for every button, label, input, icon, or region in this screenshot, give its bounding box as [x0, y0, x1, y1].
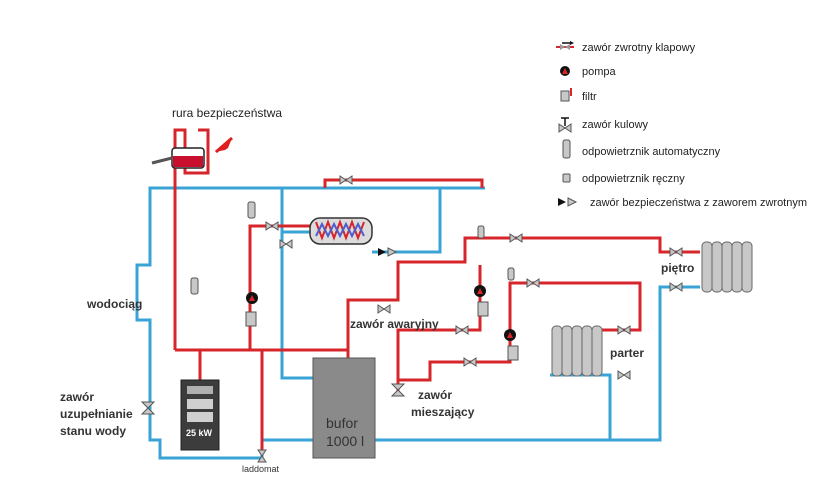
pump-icon — [246, 292, 258, 304]
mixing-valve-label-2: mieszający — [411, 405, 475, 419]
boiler — [180, 379, 220, 451]
expansion-vessel — [151, 136, 233, 169]
safety-pipe-label: rura bezpieczeństwa — [172, 106, 282, 120]
safety-valve-icon — [558, 197, 578, 207]
ball-valve-icon — [140, 175, 683, 463]
manual-vent-icon — [562, 173, 571, 183]
emergency-valve-label: zawór awaryjny — [350, 317, 439, 331]
legend-auto-vent: odpowietrznik automatyczny — [582, 146, 721, 158]
legend-filter: filtr — [582, 91, 597, 103]
pump-icon — [474, 285, 486, 297]
buffer-label-2: 1000 l — [326, 433, 364, 449]
fill-valve-label-3: stanu wody — [60, 424, 126, 438]
filter-icon — [560, 88, 572, 102]
floor-ground-label: parter — [610, 346, 644, 360]
hot-pipes — [173, 128, 700, 450]
pump-icon — [560, 66, 570, 76]
heat-exchanger — [309, 217, 373, 245]
legend-manual-vent: odpowietrznik ręczny — [582, 173, 685, 185]
water-supply-label: wodociąg — [86, 297, 142, 311]
safety-valve-icon — [378, 247, 398, 257]
floor-upper-label: piętro — [661, 261, 694, 275]
fill-valve-label-1: zawór — [60, 390, 94, 404]
radiator-ground — [551, 325, 603, 377]
pump-icon — [504, 329, 516, 341]
auto-vent-icon — [190, 201, 515, 295]
legend-ball-valve: zawór kulowy — [582, 119, 649, 131]
check-valve-icon — [556, 41, 574, 50]
boiler-power-label: 25 kW — [186, 428, 213, 438]
cold-pipes — [135, 186, 700, 460]
filter-icon — [245, 301, 519, 361]
legend-safety-valve: zawór bezpieczeństwa z zaworem zwrotnym — [590, 197, 807, 209]
radiator-upper — [701, 241, 753, 293]
legend-check-valve: zawór zwrotny klapowy — [582, 42, 696, 54]
auto-vent-icon — [562, 139, 571, 159]
buffer-tank — [312, 357, 376, 459]
laddomat-label: laddomat — [242, 464, 280, 474]
buffer-label-1: bufor — [326, 415, 358, 431]
ball-valve-icon — [558, 117, 572, 133]
legend: zawór zwrotny klapowy pompa filtr zawór … — [556, 41, 807, 209]
legend-pump: pompa — [582, 66, 617, 78]
mixing-valve-label-1: zawór — [418, 388, 452, 402]
fill-valve-label-2: uzupełnianie — [60, 407, 133, 421]
